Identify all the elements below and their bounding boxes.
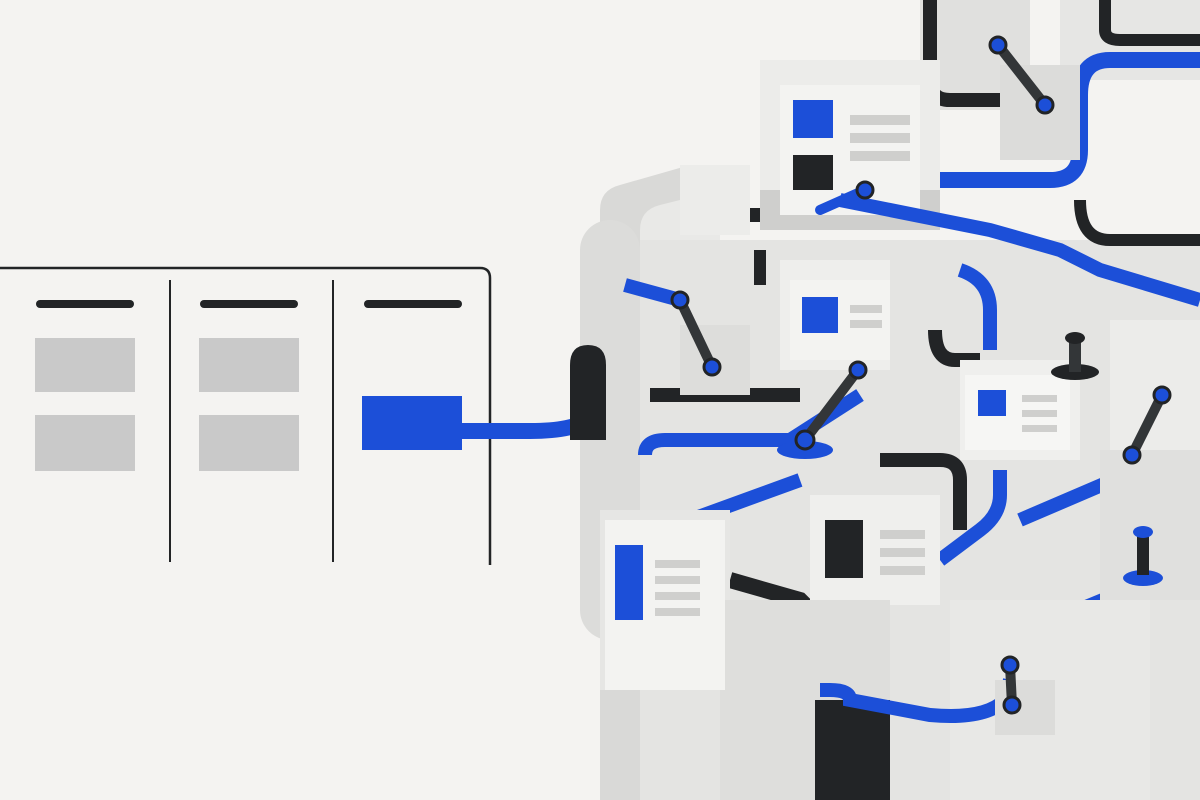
task-card[interactable] [35,415,135,471]
column-header-bar [364,300,462,308]
blue-pipe [820,678,1017,723]
board-column [199,300,299,471]
output-slot [815,700,890,800]
intake-slot [570,345,606,440]
dark-pipe [1099,0,1200,46]
blue-pipe [638,389,864,456]
task-card[interactable] [199,415,299,471]
document-card [605,520,725,690]
knob-icon[interactable] [1051,332,1099,380]
task-card[interactable] [199,338,299,392]
card-blue-block [802,297,838,333]
workflow-machine [570,0,1200,800]
blue-pipe [957,263,997,350]
card-blue-block [978,390,1006,416]
blue-pipe [935,470,1007,566]
card-blue-block [615,545,643,620]
board-column [362,300,462,450]
board-column [35,300,135,471]
lever-icon[interactable] [1122,385,1172,465]
card-dark-block [825,520,863,578]
task-card-highlighted[interactable] [362,396,462,450]
dark-pipe [880,453,967,530]
column-header-bar [200,300,298,308]
document-card [780,85,920,215]
blue-pipe [623,278,682,307]
lever-icon[interactable] [670,290,750,395]
lever-icon[interactable] [988,35,1080,160]
kanban-board [0,266,492,565]
board-frame [0,266,492,565]
lever-icon[interactable] [995,655,1055,735]
card-blue-block [793,100,833,138]
document-card [810,495,940,605]
task-card[interactable] [35,338,135,392]
blue-pipe [838,193,1200,307]
dark-pipe [1074,199,1200,246]
column-header-bar [36,300,134,308]
knob-icon[interactable] [1123,526,1163,586]
lever-icon[interactable] [815,180,875,215]
document-card [965,375,1070,450]
machine-panel [680,165,750,235]
lever-icon[interactable] [777,360,868,459]
document-card [790,280,890,360]
dark-pipe [928,329,980,367]
